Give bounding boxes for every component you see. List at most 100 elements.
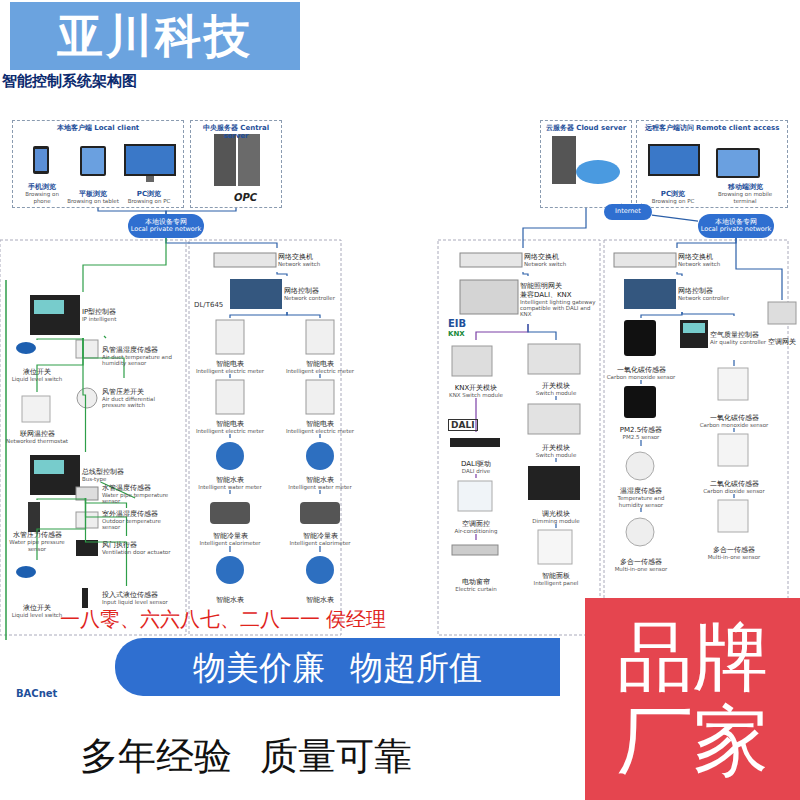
node-text: Outdoor temperature sensor [102, 518, 179, 531]
device-item: 调光模块Dimming module [516, 462, 596, 524]
logo-label: KNX [448, 330, 465, 338]
node-text: Multi-in-one sensor [708, 554, 761, 560]
logo-label: BACnet [16, 688, 57, 699]
bus-wire [5, 280, 7, 640]
gateway-icon [768, 302, 796, 324]
controller-screen [34, 460, 64, 474]
network-wire [37, 498, 86, 500]
node-text: 调光模块 [542, 510, 570, 518]
node-text: 智能照明网关 [520, 282, 562, 290]
device-item: 智能电表Intelligent electric meter [282, 378, 358, 434]
device-item: 智能水表Intelligent water meter [192, 438, 268, 490]
node-text: Browsing on tablet [67, 198, 119, 204]
slogan-banner: 物美价廉 物超所值 [115, 638, 560, 696]
node-text: 本地客户端 Local client [57, 124, 139, 132]
node-text: Liquid level switch [12, 612, 63, 618]
node-text: 水管压力传感器 [13, 531, 62, 539]
float-switch-icon [16, 566, 36, 578]
sensor-icon [77, 388, 97, 408]
node-text: Browsing on phone [16, 191, 68, 204]
group-box: 云服务器 Cloud server [540, 120, 632, 208]
node-text: 智能电表 [216, 420, 244, 428]
meter-icon [216, 380, 244, 414]
switch-item: 网络交换机Network switch [458, 248, 588, 272]
node-text: Water pipe pressure sensor [4, 539, 70, 552]
node-text: Network switch [278, 261, 320, 267]
water-meter-icon [216, 442, 244, 470]
brand-box: 品牌厂家 [585, 598, 800, 800]
column-frame [604, 240, 788, 635]
sensor-item: 投入式液位传感器Input liquid level sensor [74, 586, 179, 610]
node-text: 开关模块 [542, 382, 570, 390]
network-pill: 本地设备专网Local private network [698, 214, 774, 238]
node-text: 一氧化碳传感器 [617, 366, 666, 374]
group-box: 远程客户端访问 Remote client accessPC浏览Browsing… [636, 120, 788, 208]
network-wire [104, 336, 106, 338]
phone-screen [35, 149, 47, 171]
meter-icon [306, 320, 334, 354]
node-text: 液位开关 [23, 368, 51, 376]
network-wire [229, 374, 230, 378]
network-wire [736, 238, 782, 300]
node-text: PM2.5传感器 [620, 426, 662, 434]
node-text: 室外温湿度传感器 [102, 510, 158, 518]
node-text: Switch module [536, 390, 577, 396]
node-text: Network switch [524, 261, 566, 267]
network-wire [640, 508, 641, 512]
node-text: Electric curtain [455, 586, 496, 592]
node-text: Local private network [701, 226, 771, 233]
cloud-icon [576, 160, 620, 184]
device-item: KNX开关模块KNX Switch module [440, 340, 512, 398]
node-text: Browsing on mobile terminal [706, 191, 784, 204]
node-text: Input liquid level sensor [102, 599, 168, 605]
node-text: 智能冷量表 [303, 532, 338, 540]
monitor-screen [650, 146, 698, 174]
column-frame [189, 240, 341, 635]
switch-item: 网络交换机Network switch [212, 248, 342, 272]
node-text: KNX Switch module [449, 392, 503, 398]
network-wire [319, 546, 320, 552]
node-text: 多合一传感器 [620, 558, 662, 566]
node-text: Intelligent calorimeter [199, 540, 260, 546]
node-text: 温湿度传感器 [620, 487, 662, 495]
device-item: 二氧化碳传感器Carbon dioxide sensor [684, 432, 784, 494]
device-item: DALI驱动DALI drive [440, 432, 512, 474]
node-text: 亚川科技 [57, 13, 253, 59]
network-wire [733, 494, 734, 498]
protocol-label: DL/T645 [194, 301, 223, 309]
thermostat-icon [22, 396, 50, 422]
device-item: 智能冷量表Intelligent calorimeter [192, 494, 268, 546]
node-text: 智能电表 [216, 360, 244, 368]
node-text: 水管温度传感器 [102, 484, 151, 492]
switch-item: 网络交换机Network switch [612, 248, 742, 272]
node-text: Local private network [131, 226, 201, 233]
controller-icon [230, 279, 282, 309]
panel-icon [538, 530, 572, 564]
gateway-icon [460, 280, 518, 314]
curtain-motor-icon [452, 545, 498, 555]
sensor-item: 风管温湿度传感器Air duct temperature and humidit… [74, 336, 174, 376]
column-frame [0, 240, 186, 635]
device-item: 空调网关 [764, 300, 800, 346]
network-wire [475, 534, 476, 540]
float-switch-icon [16, 342, 36, 354]
node-text: Intelligent lighting gateway compatible … [520, 299, 598, 318]
sensor-item: 室外温湿度传感器Outdoor temperature sensor [74, 508, 179, 532]
device-item: PM2.5传感器PM2.5 sensor [606, 384, 676, 440]
calorimeter-icon [210, 502, 250, 524]
device-item: 多合一传感器Multi-in-one sensor [684, 498, 784, 560]
node-text: PM2.5 sensor [623, 434, 660, 440]
sensor-item: 风门执行器Ventilation door actuator [74, 536, 179, 560]
slogan-box: 多年经验 质量可靠 [0, 712, 492, 800]
switch-icon [614, 253, 676, 267]
tablet-icon [716, 148, 760, 178]
device-item: 智能水表 [282, 552, 358, 604]
controller-item: IP型控制器IP intelligent [28, 292, 138, 338]
network-pill: 本地设备专网Local private network [128, 214, 204, 238]
node-text: Network switch [678, 261, 720, 267]
node-text: 兼容DALI、KNX [520, 291, 572, 299]
node-text: 物美价廉 物超所值 [193, 651, 482, 684]
actuator-icon [76, 540, 98, 556]
node-text: 智能电表 [306, 360, 334, 368]
sensor-icon [718, 500, 748, 532]
